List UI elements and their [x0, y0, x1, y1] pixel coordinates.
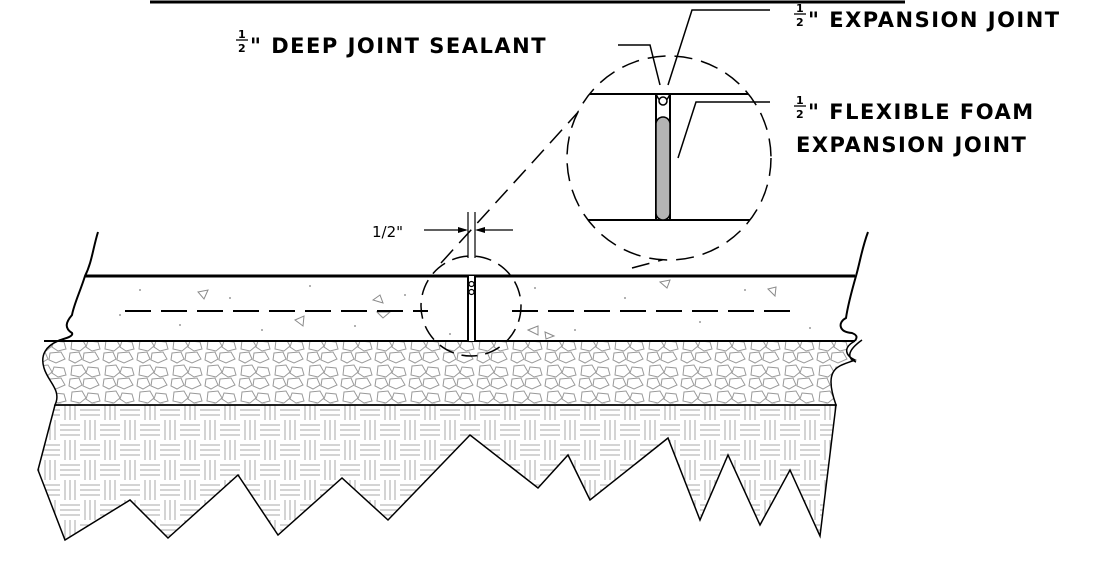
label-sealant-num: 1 — [238, 28, 246, 41]
zoom-detail-circle — [566, 55, 772, 261]
label-expansion-num: 1 — [796, 2, 804, 15]
zoom-leader-right — [631, 243, 723, 269]
concrete-stipple — [119, 285, 811, 335]
label-foam: 1 2 " FLEXIBLE FOAM EXPANSION JOINT — [794, 94, 1035, 157]
joint-gap — [467, 276, 475, 341]
foam-joint-fill — [655, 116, 671, 221]
joint-width-dimension: 1/2" — [372, 212, 513, 258]
foam-leader — [677, 101, 770, 159]
slab-left-break — [57, 231, 99, 342]
label-sealant-text: " DEEP JOINT SEALANT — [250, 34, 547, 58]
aggregate-triangles — [197, 279, 777, 340]
label-foam-den: 2 — [796, 108, 804, 121]
gravel-base-layer — [42, 340, 857, 406]
label-foam-text-2: EXPANSION JOINT — [796, 133, 1027, 157]
label-foam-text-1: " FLEXIBLE FOAM — [808, 100, 1035, 124]
sealant-leader — [618, 44, 661, 86]
label-expansion-den: 2 — [796, 16, 804, 29]
detail-callout-circle — [420, 255, 522, 357]
label-expansion-joint: 1 2 " EXPANSION JOINT — [794, 2, 1061, 32]
label-foam-num: 1 — [796, 94, 804, 107]
label-sealant: 1 2 " DEEP JOINT SEALANT — [236, 28, 547, 58]
dimension-text: 1/2" — [372, 223, 403, 241]
joint-sealant-small — [468, 280, 475, 288]
zoom-detail — [567, 56, 771, 260]
joint-foam-small — [468, 288, 475, 296]
soil-layer — [37, 404, 837, 542]
right-edge-line — [849, 339, 863, 363]
label-sealant-den: 2 — [238, 42, 246, 55]
expansion-joint-leader — [667, 9, 770, 86]
label-expansion-text: " EXPANSION JOINT — [808, 8, 1061, 32]
slab-right-break — [839, 231, 869, 342]
